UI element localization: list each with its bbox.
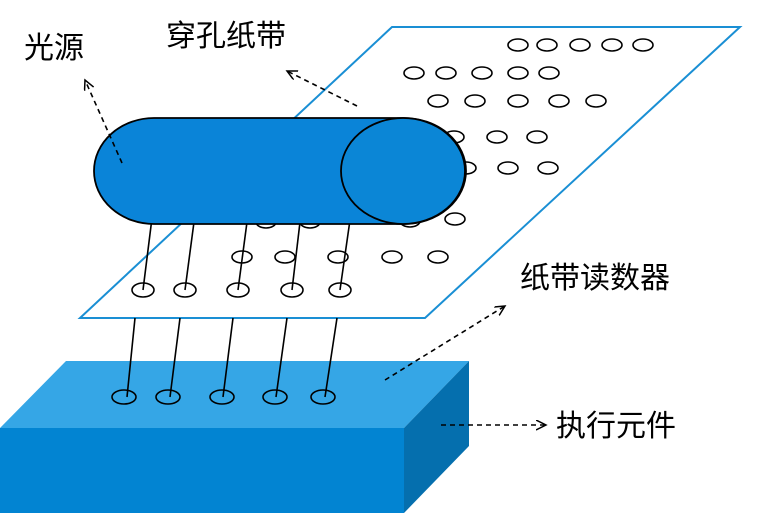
tape-hole xyxy=(601,38,623,52)
box-side xyxy=(404,361,469,513)
tape-hole xyxy=(632,38,654,52)
tape-hole xyxy=(507,94,529,108)
actuator-box xyxy=(0,361,469,513)
tape-hole xyxy=(327,250,349,264)
label-tape-reader: 纸带读数器 xyxy=(520,261,670,296)
tape-hole xyxy=(585,94,607,108)
tape-hole xyxy=(427,250,449,264)
label-light-source: 光源 xyxy=(24,31,84,66)
light-beams-upper xyxy=(142,217,351,291)
tape-hole xyxy=(435,66,457,80)
cylinder-end xyxy=(340,117,466,225)
tape-hole xyxy=(536,38,558,52)
tape-hole xyxy=(486,130,508,144)
tape-hole xyxy=(471,66,493,80)
actuator-hole xyxy=(310,389,336,405)
tape-hole xyxy=(274,250,296,264)
arrow-tape-reader xyxy=(384,306,505,381)
tape-hole xyxy=(537,161,559,175)
actuator-hole xyxy=(111,389,137,405)
tape-hole xyxy=(569,38,591,52)
tape-hole xyxy=(507,66,529,80)
tape-hole xyxy=(381,250,403,264)
tape-hole xyxy=(444,212,466,226)
tape-hole xyxy=(526,130,548,144)
tape-hole xyxy=(507,38,529,52)
tape-hole xyxy=(464,94,486,108)
tape-hole xyxy=(538,66,560,80)
actuator-hole xyxy=(209,389,235,405)
tape-hole xyxy=(548,94,570,108)
tape-hole xyxy=(403,66,425,80)
light-source-cylinder xyxy=(93,117,467,225)
arrow-light-source xyxy=(85,80,123,164)
label-actuator: 执行元件 xyxy=(556,409,676,444)
light-beams-lower xyxy=(126,317,338,398)
box-front xyxy=(0,428,404,513)
arrow-punched-tape xyxy=(287,71,358,107)
actuator-hole xyxy=(155,389,181,405)
label-punched-tape: 穿孔纸带 xyxy=(166,19,286,54)
box-top xyxy=(0,361,469,428)
tape-hole xyxy=(497,161,519,175)
actuator-hole xyxy=(262,389,288,405)
tape-hole xyxy=(427,94,449,108)
actuator-holes xyxy=(111,389,336,405)
